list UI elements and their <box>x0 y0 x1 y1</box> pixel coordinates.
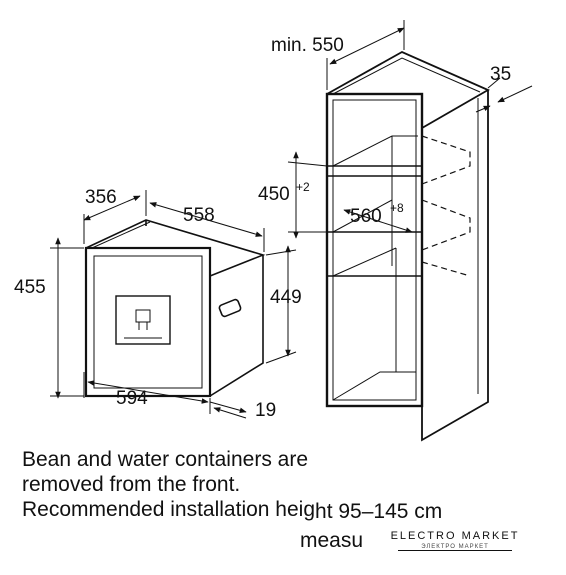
watermark-divider <box>398 550 512 551</box>
caption-line-1: Bean and water containers are <box>22 448 309 471</box>
dim-appliance-height-inner: 449 <box>270 287 302 308</box>
dim-appliance-width: 558 <box>183 205 215 226</box>
dim-niche-height-tolerance: +2 <box>296 180 310 194</box>
dim-appliance-front-depth: 19 <box>255 400 276 421</box>
dim-niche-height: 450 <box>258 184 290 205</box>
appliance-body <box>85 219 266 397</box>
caption-line-3-tail: ht 95–145 cm <box>315 500 443 523</box>
coffee-outlet <box>115 295 171 345</box>
dim-niche-width-tolerance: +8 <box>390 201 404 215</box>
niche-outline <box>421 135 471 277</box>
caption-line-4: measu <box>300 529 364 552</box>
dim-appliance-height-outer: 455 <box>14 277 46 298</box>
appliance-handle <box>218 298 242 318</box>
dim-appliance-front-width: 594 <box>116 388 148 409</box>
caption-line-3-start: Recommended installation heig <box>22 498 316 521</box>
cabinet-drawing <box>325 50 490 442</box>
watermark-tagline: ЭЛЕКТРО МАРКЕТ <box>421 544 489 550</box>
electro-market-watermark: ELECTRO MARKET ЭЛЕКТРО МАРКЕТ <box>380 520 530 566</box>
appliance-drawing <box>84 219 266 398</box>
caption-line-3: Recommended installation height 95–145 c… <box>22 497 443 523</box>
watermark-name: ELECTRO MARKET <box>390 530 520 542</box>
dim-cabinet-clearance: 35 <box>490 64 511 85</box>
dim-appliance-depth: 356 <box>85 187 117 208</box>
dim-niche-width: 560 <box>350 206 382 227</box>
dim-cabinet-min-width: min. 550 <box>271 35 344 56</box>
caption-line-2: removed from the front. <box>22 473 241 496</box>
